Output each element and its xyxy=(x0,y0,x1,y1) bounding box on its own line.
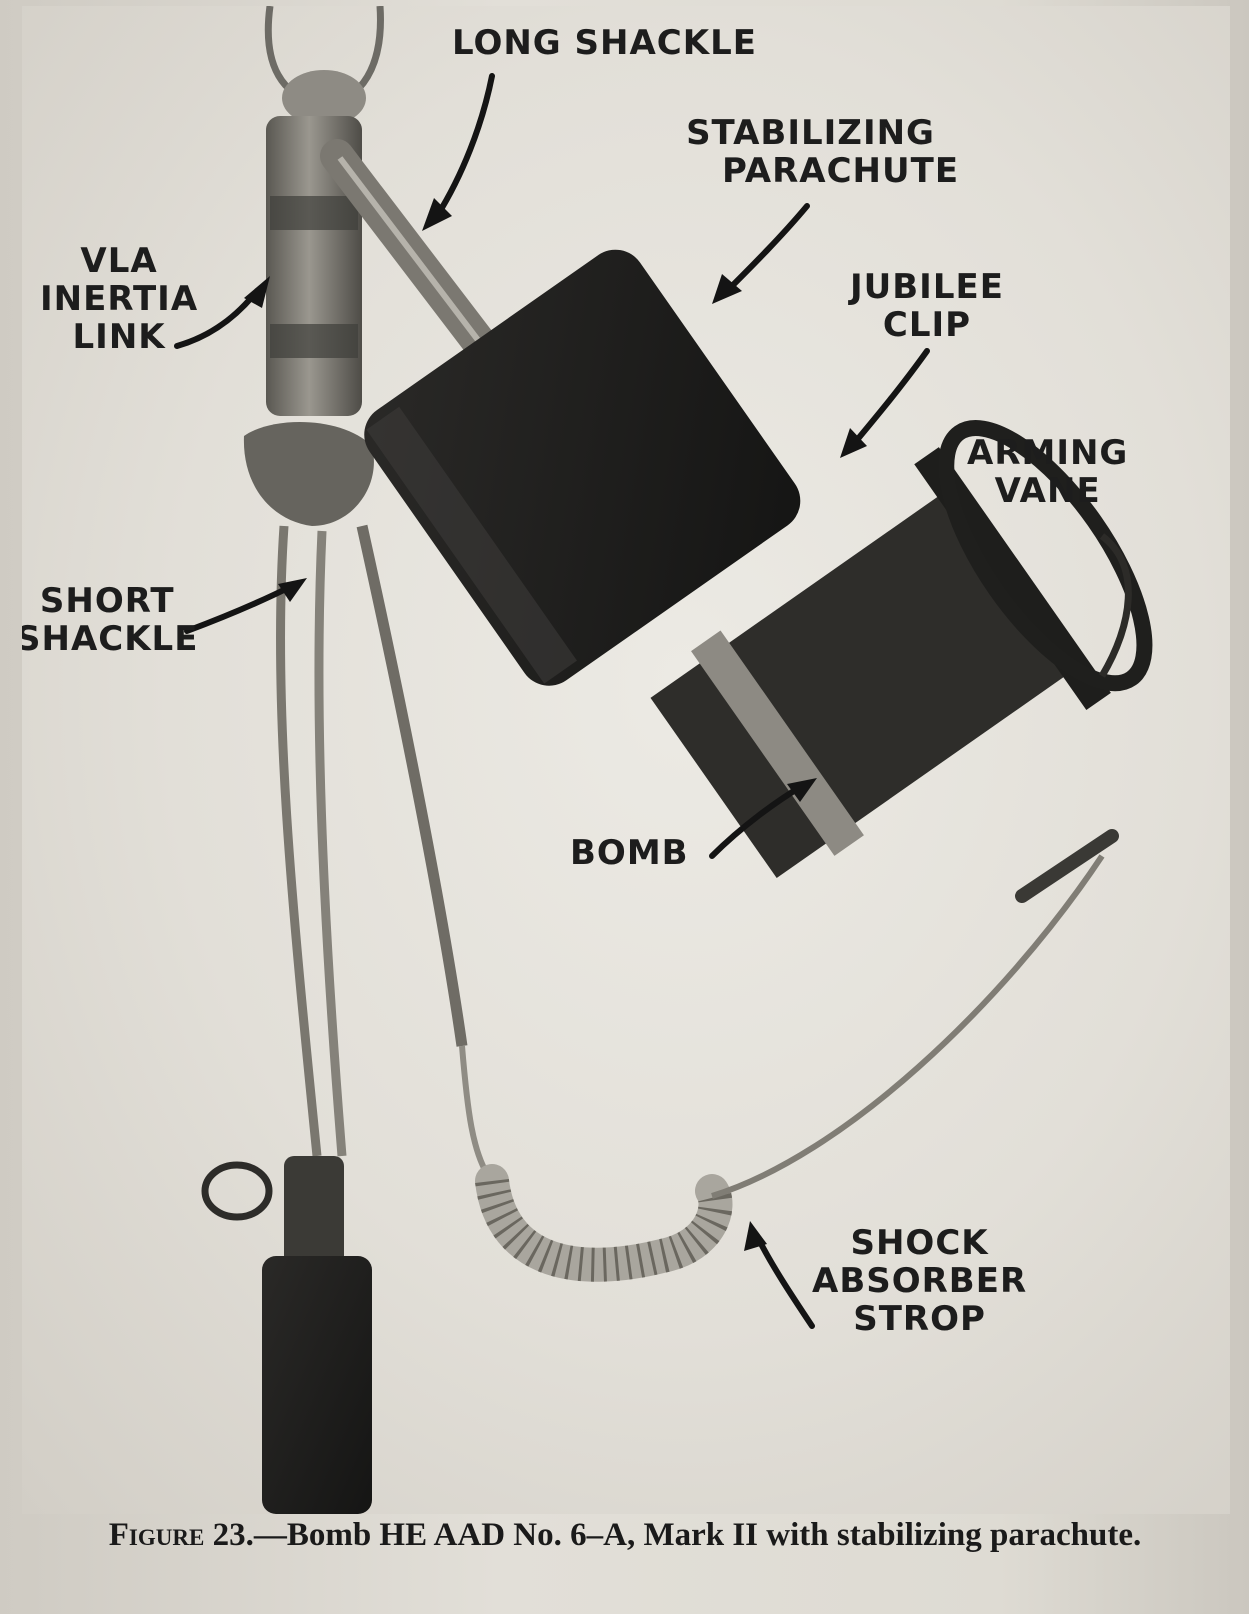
strop-lead xyxy=(459,1045,495,1183)
label-line: ARMING xyxy=(967,433,1129,473)
arrow-heads xyxy=(244,198,867,1251)
inertia-link-band xyxy=(270,196,358,230)
bottom-connector xyxy=(284,1156,344,1266)
label-line: PARACHUTE xyxy=(722,151,960,191)
long-shackle-rod-highlight xyxy=(337,156,487,350)
figure-photograph: LONG SHACKLE STABILIZING PARACHUTE VLA I… xyxy=(22,6,1230,1514)
label-line: VLA xyxy=(80,241,158,281)
middle-cable xyxy=(314,530,347,1157)
arrow-shock-absorber xyxy=(754,1233,815,1329)
label-long-shackle: LONG SHACKLE xyxy=(452,23,758,63)
label-line: VANE xyxy=(994,471,1101,511)
arming-vane-wire xyxy=(1098,533,1132,678)
shock-absorber-coil-turns xyxy=(475,1178,733,1282)
label-jubilee-clip: JUBILEE CLIP xyxy=(850,268,1004,344)
arrow-stabilizing-parachute xyxy=(724,203,810,294)
left-cable xyxy=(275,525,322,1157)
label-line: CLIP xyxy=(882,305,972,345)
ring xyxy=(201,1161,273,1221)
arrow-long-shackle xyxy=(434,73,495,219)
label-shock-absorber-strop: SHOCK ABSORBER STROP xyxy=(812,1224,1027,1338)
shackle-cluster xyxy=(243,422,374,526)
figure-number: Figure 23. xyxy=(108,1517,254,1553)
bomb-assembly-illustration xyxy=(174,6,1153,1514)
top-ferrule xyxy=(282,70,366,126)
arrow-jubilee-clip xyxy=(849,348,930,449)
label-short-shackle: SHORT SHACKLE xyxy=(22,582,198,658)
label-line: SHACKLE xyxy=(22,619,199,659)
caption-text: —Bomb HE AAD No. 6–A, Mark II with stabi… xyxy=(253,1517,1142,1553)
label-line: STROP xyxy=(853,1299,986,1339)
inertia-link-band xyxy=(270,324,358,358)
label-line: JUBILEE xyxy=(850,267,1004,307)
bomb-body xyxy=(650,420,1153,879)
parachute-canister xyxy=(364,249,801,686)
right-cable xyxy=(356,524,468,1047)
label-line: SHOCK xyxy=(850,1223,989,1263)
label-vla-inertia-link: VLA INERTIA LINK xyxy=(40,242,198,356)
label-bomb: BOMB xyxy=(570,833,689,873)
callout-arrows xyxy=(174,73,930,1329)
strop-cable xyxy=(711,854,1105,1199)
label-line: SHORT xyxy=(39,581,175,621)
label-stabilizing-parachute: STABILIZING PARACHUTE xyxy=(662,114,959,190)
label-arming-vane: ARMING VANE xyxy=(967,434,1128,510)
label-line: ABSORBER xyxy=(812,1261,1028,1301)
label-line: STABILIZING xyxy=(686,113,935,153)
arrow-short-shackle xyxy=(184,583,295,634)
jubilee-clip-band xyxy=(691,630,864,856)
bottom-body xyxy=(262,1256,372,1514)
figure-caption: Figure 23.—Bomb HE AAD No. 6–A, Mark II … xyxy=(40,1515,1210,1555)
strop-rod xyxy=(1015,829,1119,903)
label-line: INERTIA xyxy=(40,279,199,319)
label-line: LINK xyxy=(72,317,166,357)
